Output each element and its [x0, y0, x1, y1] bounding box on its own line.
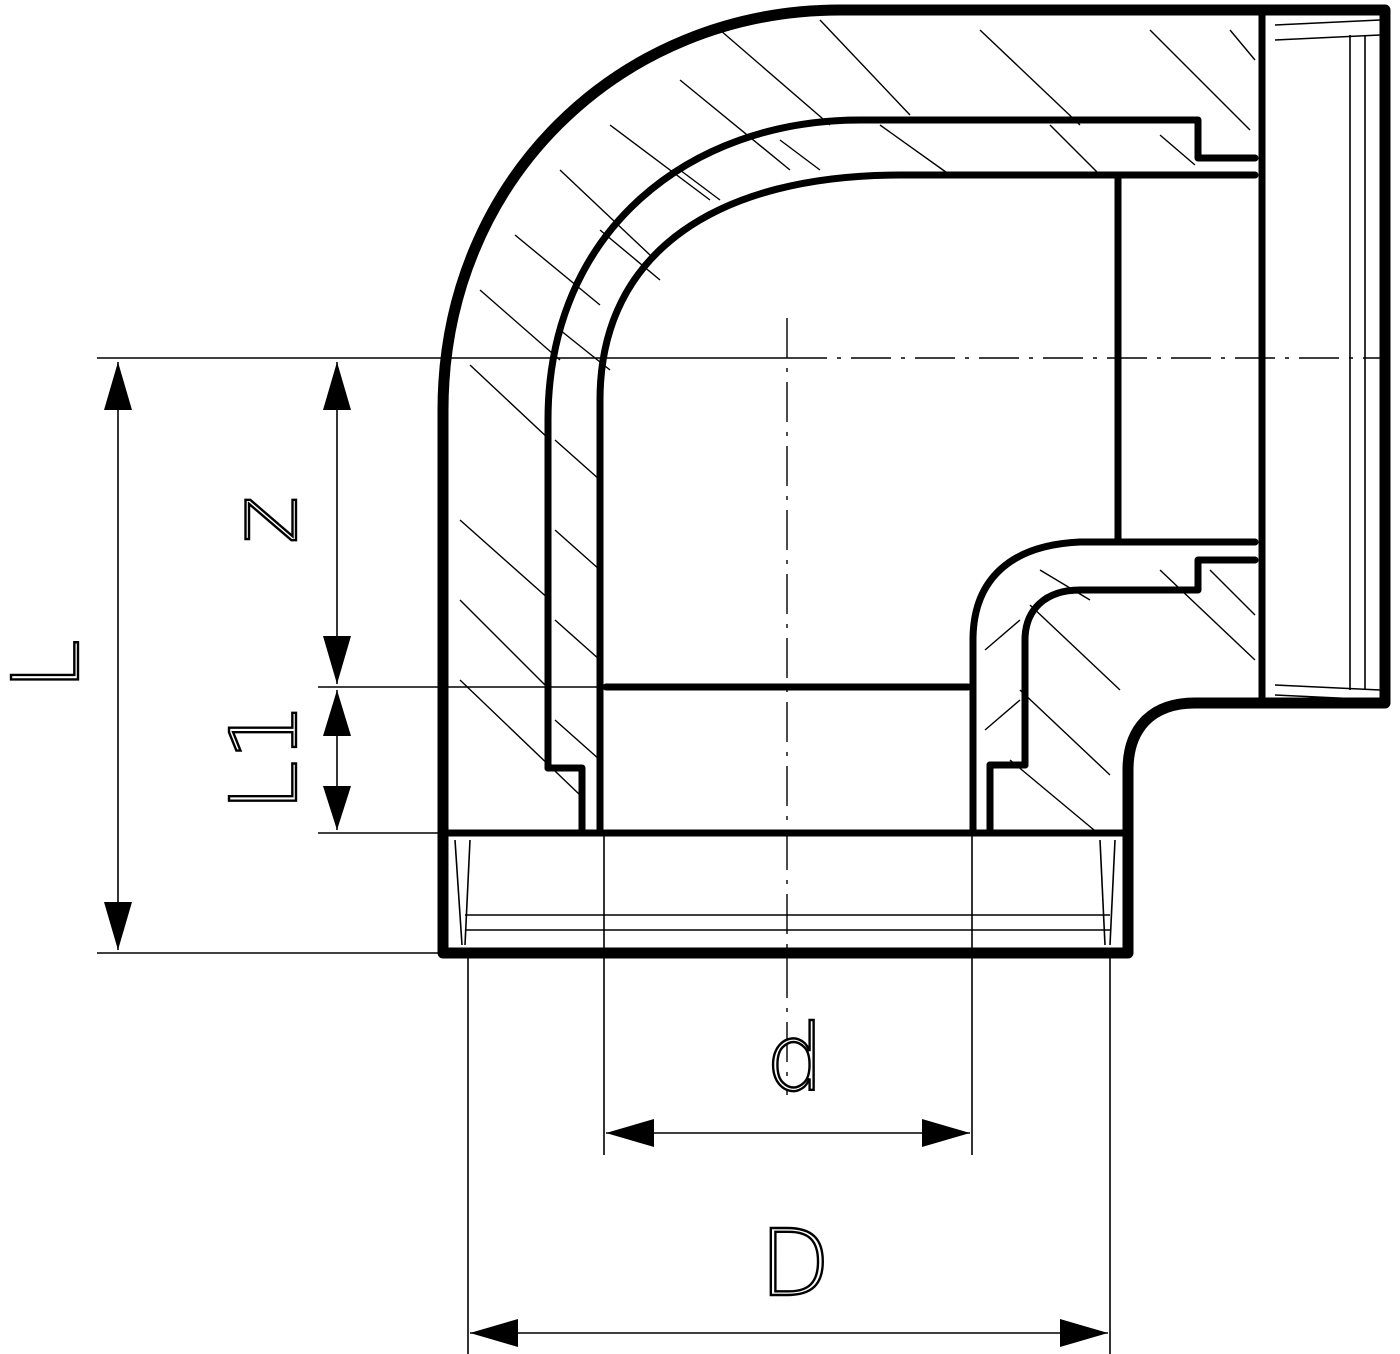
label-D: D	[760, 1210, 831, 1317]
dimension-d: d	[606, 1004, 970, 1147]
extension-lines	[97, 357, 1111, 1354]
dimension-L: L	[0, 362, 132, 950]
inner-liner	[544, 116, 1259, 837]
label-L: L	[0, 639, 100, 690]
dimension-L1: L1	[210, 690, 351, 830]
label-L1: L1	[211, 702, 318, 812]
dimension-z: z	[210, 362, 351, 684]
label-d: d	[766, 1005, 824, 1112]
section-hatching	[459, 19, 1256, 836]
center-lines	[786, 318, 1385, 1095]
dimension-D: D	[470, 1209, 1108, 1347]
label-z: z	[211, 496, 318, 544]
